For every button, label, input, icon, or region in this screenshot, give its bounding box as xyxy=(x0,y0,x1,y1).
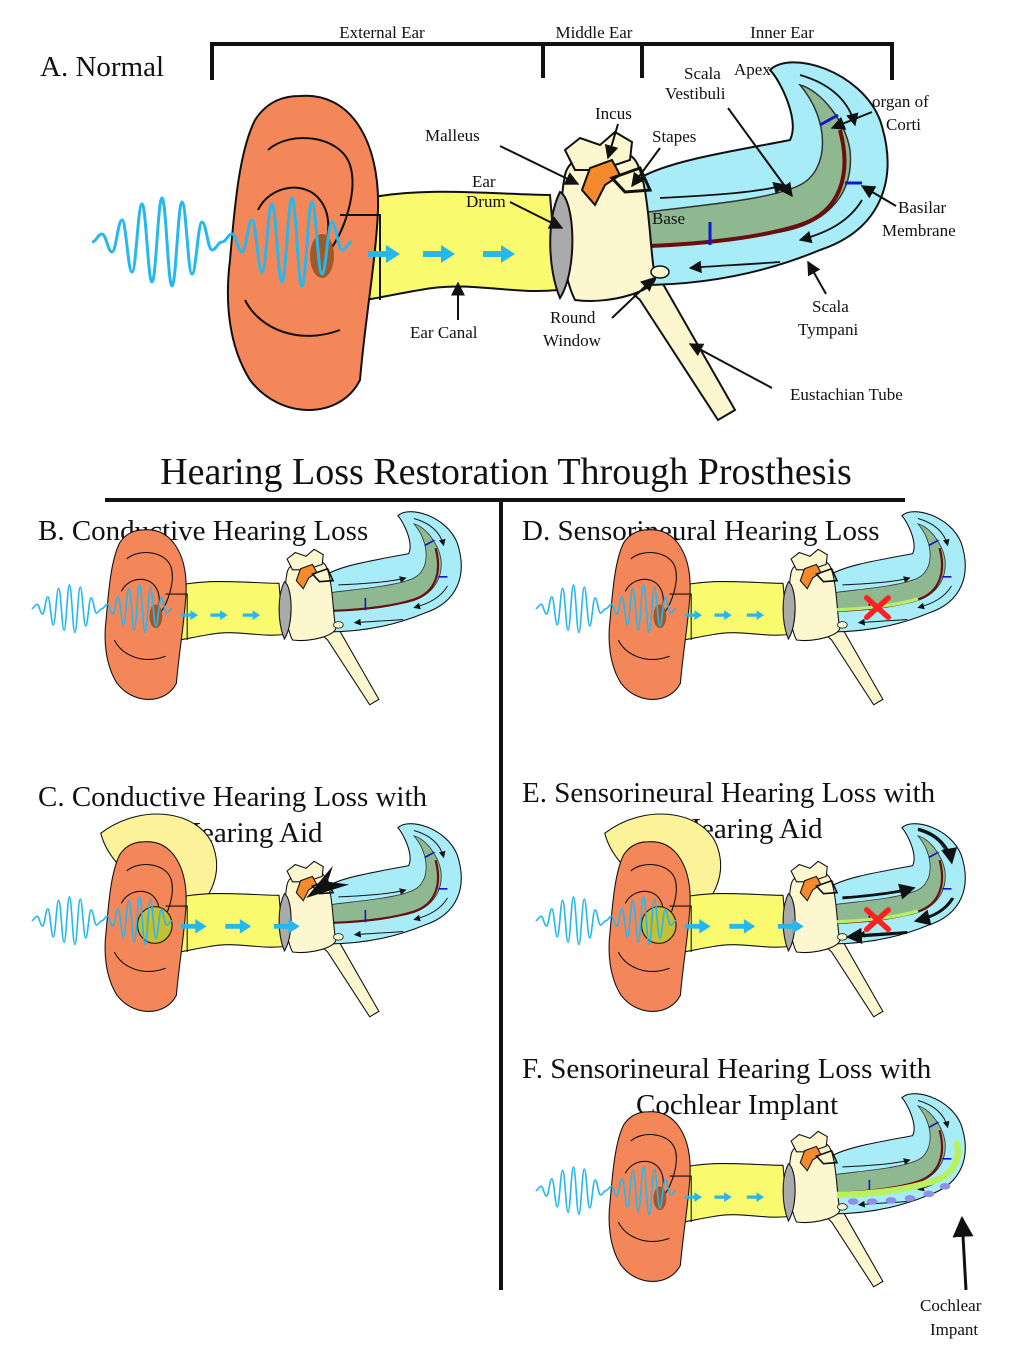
label-cochlear-implant-2: Impant xyxy=(930,1320,978,1339)
label-ear-canal: Ear Canal xyxy=(410,323,478,342)
label-organ-of-corti-1: organ of xyxy=(872,92,929,111)
panel-a-title: A. Normal xyxy=(40,51,164,83)
label-incus: Incus xyxy=(595,104,632,123)
panel-e-sensorineural-hearing-aid: E. Sensorineural Hearing Loss with Heari… xyxy=(522,777,965,1017)
label-malleus: Malleus xyxy=(425,126,480,145)
label-apex: Apex xyxy=(734,60,771,79)
main-title: Hearing Loss Restoration Through Prosthe… xyxy=(160,451,852,493)
panel-d-title: D. Sensorineural Hearing Loss xyxy=(522,515,880,547)
label-round-window-2: Window xyxy=(543,331,602,350)
implant-electrode-array xyxy=(836,1139,962,1199)
label-organ-of-corti-2: Corti xyxy=(886,115,921,134)
sound-wave xyxy=(90,196,224,288)
label-basilar-2: Membrane xyxy=(882,221,956,240)
panel-c-title-1: C. Conductive Hearing Loss with xyxy=(38,781,428,813)
label-cochlear-implant-1: Cochlear xyxy=(920,1296,982,1315)
label-scala-tympani-1: Scala xyxy=(812,297,849,316)
label-eustachian-tube: Eustachian Tube xyxy=(790,385,903,404)
panel-b-conductive: B. Conductive Hearing Loss xyxy=(30,512,462,705)
sound-wave xyxy=(534,584,607,634)
label-stapes: Stapes xyxy=(652,127,696,146)
label-ear-drum-2: Drum xyxy=(466,192,506,211)
sound-wave xyxy=(534,1166,607,1216)
panel-f-sensorineural-cochlear-implant: F. Sensorineural Hearing Loss with Cochl… xyxy=(522,1053,982,1339)
panel-d-sensorineural: D. Sensorineural Hearing Loss xyxy=(522,512,965,705)
damage-x-icon xyxy=(864,907,892,933)
damage-x-icon xyxy=(864,595,892,621)
label-base: Base xyxy=(652,209,685,228)
section-inner-ear: Inner Ear xyxy=(750,23,814,42)
panel-b-title: B. Conductive Hearing Loss xyxy=(38,515,368,547)
panel-f-title-2: Cochlear Implant xyxy=(636,1089,838,1121)
label-scala-vestibuli-1: Scala xyxy=(684,64,721,83)
label-scala-vestibuli-2: Vestibuli xyxy=(665,84,726,103)
label-basilar-1: Basilar xyxy=(898,198,946,217)
panel-c-conductive-hearing-aid: C. Conductive Hearing Loss with Hearing … xyxy=(30,781,462,1017)
panel-a-normal: External Ear Middle Ear Inner Ear A. Nor… xyxy=(40,23,956,420)
section-external-ear: External Ear xyxy=(339,23,425,42)
label-ear-drum-1: Ear xyxy=(472,172,496,191)
panel-f-title-1: F. Sensorineural Hearing Loss with xyxy=(522,1053,932,1085)
label-round-window-1: Round xyxy=(550,308,596,327)
sound-wave xyxy=(30,896,103,946)
section-middle-ear: Middle Ear xyxy=(556,23,633,42)
panel-e-title-1: E. Sensorineural Hearing Loss with xyxy=(522,777,936,809)
sound-wave xyxy=(534,896,607,946)
sound-wave xyxy=(30,584,103,634)
label-scala-tympani-2: Tympani xyxy=(798,320,858,339)
